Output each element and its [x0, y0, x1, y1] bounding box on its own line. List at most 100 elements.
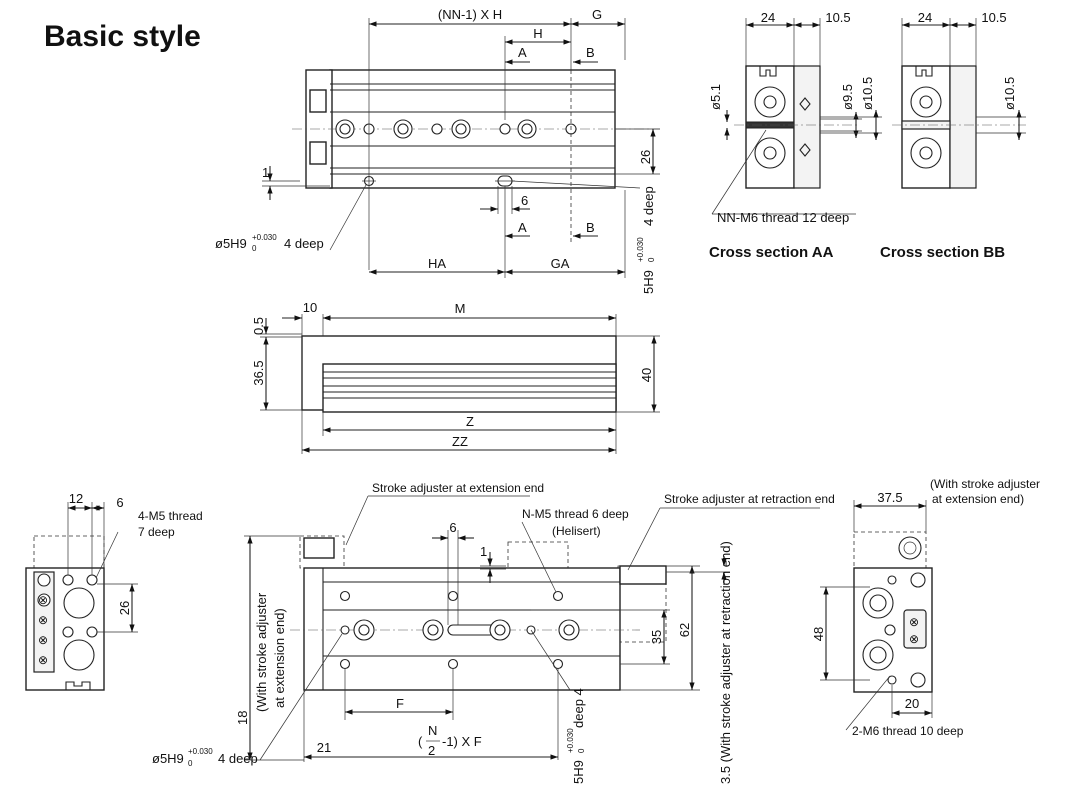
m5-thread-hole: [86, 626, 98, 638]
side-dim-m: M: [455, 301, 466, 316]
aa-thread-label: NN-M6 thread 12 deep: [717, 210, 849, 225]
dim-6: 6: [521, 193, 528, 208]
mounting-hole: [499, 123, 511, 135]
label-stroke-ret: Stroke adjuster at retraction end: [664, 492, 835, 506]
bb-dim-d10-5: ø10.5: [1002, 77, 1017, 110]
section-mark-a-bottom: A: [518, 220, 527, 235]
aa-dim-10-5: 10.5: [825, 10, 850, 25]
left-end-view: ⊗ ⊗ ⊗ ⊗ 12 6 26 4-M5 thread 7 deep: [25, 491, 203, 691]
right-thread-label: 2-M6 thread 10 deep: [852, 724, 964, 738]
bottom-with-ext-l1: (With stroke adjuster: [254, 592, 269, 712]
left-dim-12: 12: [69, 491, 83, 506]
pin-depth: 4 deep: [284, 236, 324, 251]
cross-section-bb: 24 10.5 ø10.5 Cross section BB: [880, 10, 1026, 261]
bottom-slot-tol-zero: 0: [577, 748, 586, 753]
stroke-adjuster-bolt-retraction: [619, 565, 667, 585]
slot-label: 5H9: [641, 270, 656, 294]
bottom-formula-n: N: [428, 723, 437, 738]
side-view: 10 M 0.5 36.5 40 Z ZZ: [251, 300, 660, 454]
bottom-dim-18: 18: [235, 711, 250, 725]
bottom-dim-62: 62: [677, 623, 692, 637]
dim-g: G: [592, 7, 602, 22]
side-dim-10: 10: [303, 300, 317, 315]
side-dim-z: Z: [466, 414, 474, 429]
bb-dim-10-5: 10.5: [981, 10, 1006, 25]
right-end-view: ⊗ ⊗ 37.5 (With stroke adjuster at extens…: [811, 477, 1040, 738]
top-view-stopper-upper: [309, 89, 327, 113]
m5-thread-hole: [86, 574, 98, 586]
svg-text:⊗: ⊗: [38, 653, 48, 667]
side-dim-40: 40: [639, 368, 654, 382]
bottom-dim-1: 1: [480, 544, 487, 559]
m5-thread-hole: [62, 574, 74, 586]
pin-hole-label: ø5H9: [215, 236, 247, 251]
svg-text:⊗: ⊗: [38, 613, 48, 627]
bottom-formula-rest: -1) X F: [442, 734, 482, 749]
left-thread-label-l1: 4-M5 thread: [138, 509, 203, 523]
pin-tol-plus: +0.030: [252, 233, 277, 242]
m6-thread-hole: [910, 572, 926, 588]
mounting-hole: [431, 123, 443, 135]
right-dim-37-5: 37.5: [877, 490, 902, 505]
bottom-dim-3-5: 3.5 (With stroke adjuster at retraction …: [718, 541, 733, 784]
left-end-bore-upper: [63, 587, 95, 619]
aa-dim-d5-1: ø5.1: [708, 84, 723, 110]
aa-dim-d10-5: ø10.5: [860, 77, 875, 110]
top-view-stopper-lower: [309, 141, 327, 165]
bottom-pin-depth: 4 deep: [218, 751, 258, 766]
bottom-slot-tol-plus: +0.030: [566, 728, 575, 753]
bb-dim-24: 24: [918, 10, 932, 25]
bottom-with-ext-l2: at extension end): [272, 608, 287, 708]
caption-section-bb: Cross section BB: [880, 244, 1005, 261]
dim-ha: HA: [428, 256, 446, 271]
bottom-formula-2: 2: [428, 743, 435, 758]
caption-section-aa: Cross section AA: [709, 244, 834, 261]
right-with-ext-l1: (With stroke adjuster: [930, 477, 1040, 491]
bottom-dim-6: 6: [449, 520, 456, 535]
bottom-slot-depth: deep 4: [571, 688, 586, 728]
section-aa-right-block: [793, 65, 821, 189]
bottom-formula-lparen: (: [418, 734, 423, 749]
section-mark-b-bottom: B: [586, 220, 595, 235]
svg-text:⊗: ⊗: [38, 593, 48, 607]
adjuster-bolt-icon: [898, 536, 922, 560]
dim-h: H: [533, 26, 542, 41]
right-dim-48: 48: [811, 627, 826, 641]
slot-tol-zero: 0: [647, 257, 656, 262]
aa-dim-d9-5: ø9.5: [840, 84, 855, 110]
label-nm5-l1: N-M5 thread 6 deep: [522, 507, 629, 521]
side-view-body: [322, 363, 617, 413]
left-end-adjuster-outline: [33, 535, 105, 571]
aa-dim-24: 24: [761, 10, 775, 25]
bottom-pin-tol-plus: +0.030: [188, 747, 213, 756]
bottom-holes: [339, 590, 580, 670]
page-title: Basic style: [44, 20, 201, 53]
bottom-dim-f: F: [396, 696, 404, 711]
left-dim-6: 6: [116, 495, 123, 510]
cross-section-aa: 24 10.5 ø5.1 ø9.5 ø10.5 NN-M6 thread 12 …: [708, 10, 882, 261]
m6-thread-hole: [910, 672, 926, 688]
label-stroke-ext: Stroke adjuster at extension end: [372, 481, 544, 495]
side-dim-zz: ZZ: [452, 434, 468, 449]
section-bb-right-block: [949, 65, 977, 189]
pin-tol-zero: 0: [252, 244, 257, 253]
stroke-adjuster-bolt: [303, 537, 335, 559]
bottom-dim-35: 35: [649, 630, 664, 644]
right-dim-20: 20: [905, 696, 919, 711]
slot-depth: 4 deep: [641, 186, 656, 226]
svg-text:⊗: ⊗: [909, 632, 919, 646]
dim-nn1xh: (NN-1) X H: [438, 7, 502, 22]
dim-1: 1: [262, 165, 269, 180]
dim-ga: GA: [551, 256, 570, 271]
left-thread-label-l2: 7 deep: [138, 525, 175, 539]
side-dim-36-5: 36.5: [251, 360, 266, 385]
svg-text:⊗: ⊗: [38, 633, 48, 647]
left-dim-26: 26: [117, 601, 132, 615]
svg-text:⊗: ⊗: [909, 615, 919, 629]
switch-block: [903, 609, 927, 649]
bottom-pin-tol-zero: 0: [188, 759, 193, 768]
adjuster-screw-icon: [37, 573, 51, 587]
side-dim-0-5: 0.5: [251, 317, 266, 335]
label-nm5-l2: (Helisert): [552, 524, 601, 538]
